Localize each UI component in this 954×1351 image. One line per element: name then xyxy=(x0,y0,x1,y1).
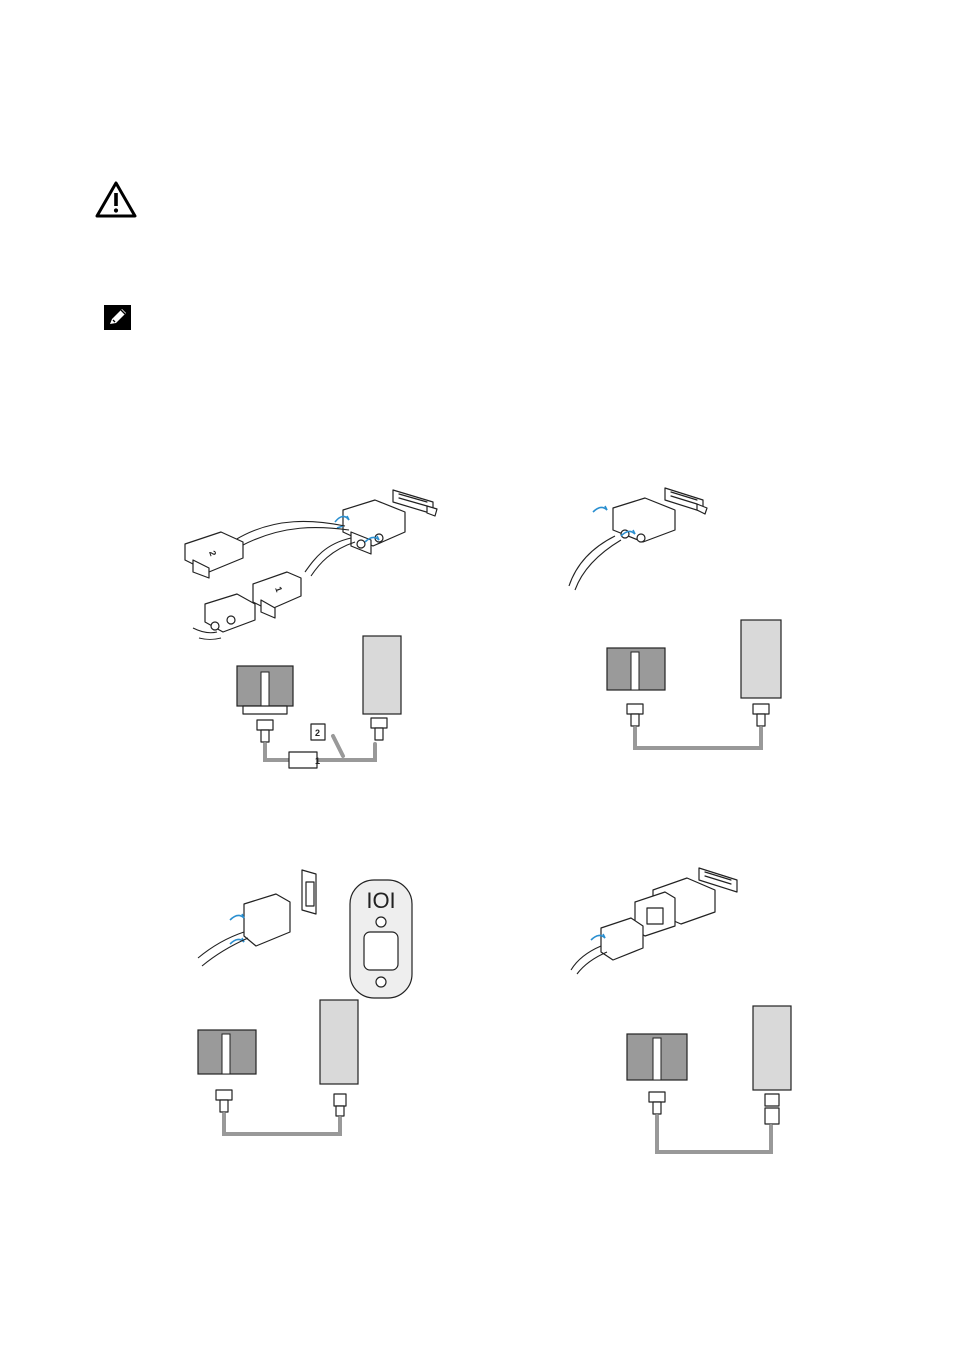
connector-1: 1 xyxy=(253,572,301,618)
schematic-tower xyxy=(753,1006,791,1124)
vga-port-badge: IOI xyxy=(350,880,412,998)
schematic-monitor xyxy=(607,648,665,726)
note-pencil-icon xyxy=(104,305,131,330)
svg-text:2: 2 xyxy=(315,728,320,738)
schematic-monitor xyxy=(627,1034,687,1114)
schematic-tower xyxy=(741,620,781,726)
svg-text:1: 1 xyxy=(315,756,320,766)
schematic-adapter-1 xyxy=(289,752,317,768)
vga-port xyxy=(302,870,316,914)
dvi-plug xyxy=(593,498,675,542)
warning-triangle-icon xyxy=(95,181,137,219)
single-dvi-connection-illustration xyxy=(565,482,795,762)
connector-2: 2 xyxy=(185,532,243,578)
vga-plug xyxy=(591,918,643,960)
dvi-to-vga-adapter-illustration xyxy=(565,862,815,1162)
vga-connection-illustration: IOI xyxy=(192,862,432,1142)
schematic-monitor xyxy=(237,666,293,742)
schematic-monitor xyxy=(198,1030,256,1112)
vga-plug xyxy=(230,894,290,946)
monitor-plug xyxy=(205,594,255,632)
schematic-tower xyxy=(363,636,401,740)
dual-monitor-y-cable-illustration: 2 1 2 1 xyxy=(165,480,465,780)
svg-text:IOI: IOI xyxy=(366,888,395,913)
dvi-vga-adapter xyxy=(635,878,715,936)
schematic-tower xyxy=(320,1000,358,1116)
